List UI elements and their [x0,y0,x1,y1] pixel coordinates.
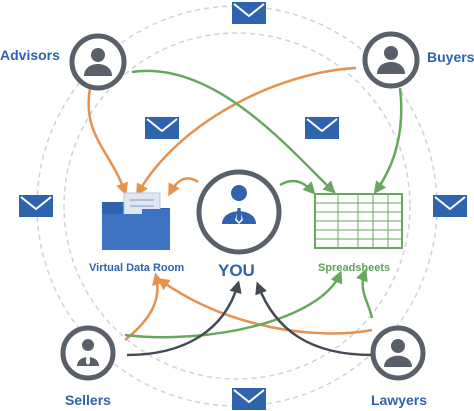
businessman-icon [77,339,99,366]
arrow-you-to-dataroom [168,177,199,197]
arrow-advisors-to-dataroom [87,87,128,196]
label-virtual-data-room: Virtual Data Room [89,262,184,274]
arrow-sellers-to-dataroom [124,272,165,341]
label-lawyers: Lawyers [371,392,427,408]
arrow-sellers-to-spreadsheets [124,270,343,339]
label-sellers: Sellers [65,392,111,408]
you-node [196,169,282,255]
envelope-icon [231,1,267,25]
arrow-lawyers-to-dataroom [156,277,373,335]
spreadsheet-icon [314,193,403,249]
arrow-buyers-to-spreadsheets [373,87,403,195]
inner-orbit [63,32,411,380]
label-spreadsheets: Spreadsheets [318,262,390,274]
folder-icon [102,192,170,250]
envelope-icon [18,194,54,218]
buyers-node [362,31,420,89]
arrow-lawyers-to-you [255,281,373,357]
envelope-icon [432,194,468,218]
businessman-icon [222,185,256,224]
arrow-advisors-to-spreadsheets [131,69,336,194]
arrow-lawyers-to-spreadsheets [356,268,374,319]
lawyers-node [370,325,426,381]
label-buyers: Buyers [427,49,474,65]
advisors-node [69,33,127,91]
user-icon [377,46,405,74]
label-advisors: Advisors [0,47,60,63]
arrow-you-to-spreadsheets [279,179,316,195]
user-icon [384,339,412,367]
arrow-sellers-to-you [126,280,242,357]
user-icon [84,48,112,76]
label-you: YOU [218,261,255,280]
envelope-icon [304,116,340,140]
arrow-buyers-to-dataroom [136,66,357,197]
envelope-icon [231,387,267,411]
sellers-node [60,325,116,381]
envelope-icon [144,116,180,140]
